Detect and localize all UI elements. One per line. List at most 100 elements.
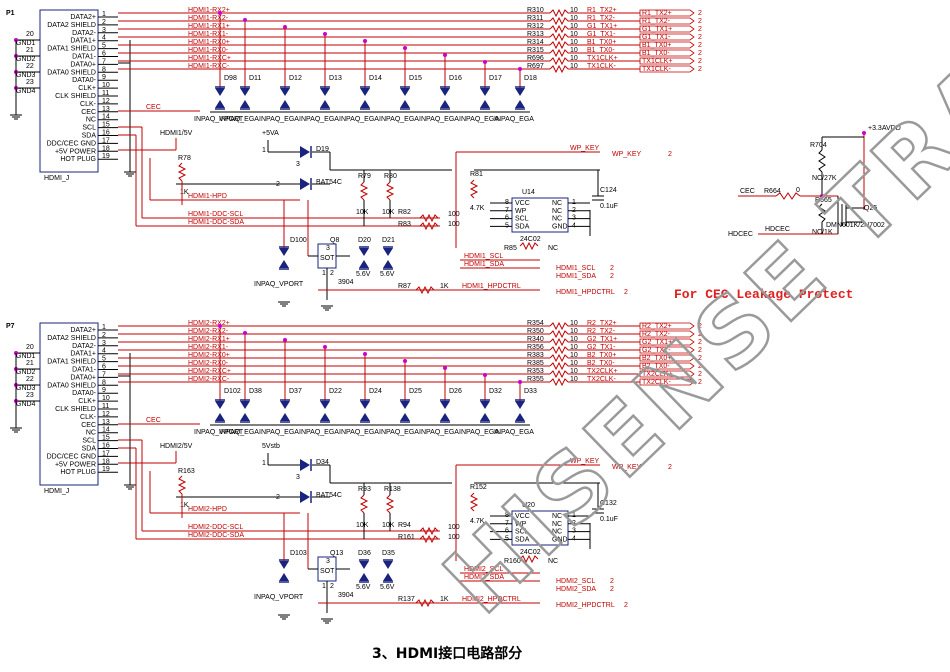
junction bbox=[283, 25, 287, 29]
sot-pin: 3 bbox=[326, 558, 330, 565]
connector-pin-label: DATA0 SHIELD bbox=[47, 382, 96, 389]
esd-diode-ref: D98 bbox=[224, 75, 237, 82]
series-resistor-value: 10 bbox=[570, 320, 578, 327]
esd-diode-ref: D18 bbox=[524, 75, 537, 82]
esd-part-label: INPAQ_VPORT bbox=[194, 116, 244, 123]
wp-resistor-value: 4.7K bbox=[470, 205, 485, 212]
esd-diode-ref: D32 bbox=[489, 388, 502, 395]
sheet-ref: 2 bbox=[698, 18, 702, 25]
connector-pin-label: DATA2+ bbox=[70, 14, 96, 21]
gnd-pin-number: 21 bbox=[26, 360, 34, 367]
hpdctrl-resistor bbox=[415, 285, 435, 295]
hpd-resistor-ref: R163 bbox=[178, 468, 195, 475]
series-resistor-value: 10 bbox=[570, 336, 578, 343]
off-sheet-net: R1_TX2+ bbox=[642, 10, 672, 17]
sheet-ref: 2 bbox=[698, 323, 702, 330]
esd-diode-ref: D33 bbox=[524, 388, 537, 395]
series-resistor-value: 10 bbox=[570, 39, 578, 46]
series-resistor-ref: R310 bbox=[527, 7, 544, 14]
series-ddc-c bbox=[419, 526, 439, 536]
r664-value: 0 bbox=[796, 187, 800, 194]
zener-ref-a: D20 bbox=[358, 237, 371, 244]
cec-rail-label: +3.3AVDD bbox=[868, 125, 901, 132]
esd-part-label: INPAQ_EGA bbox=[459, 429, 499, 436]
series-ddc-value-c: 100 bbox=[448, 524, 460, 531]
transistor-part: 3904 bbox=[338, 279, 354, 286]
eeprom-pin-name: VCC bbox=[515, 513, 530, 520]
esd-part-label: INPAQ_EGA bbox=[379, 116, 419, 123]
series-ddc-c bbox=[419, 213, 439, 223]
vport-diode-label: INPAQ_VPORT bbox=[254, 281, 304, 288]
q25-part: DMN601K/2N7002 bbox=[826, 222, 885, 229]
eeprom-pin-name: WP bbox=[515, 521, 527, 528]
tx-net-label: TX1CLK- bbox=[587, 63, 616, 70]
cec-in-label: CEC bbox=[740, 188, 755, 195]
rx-net-label: HDMI2-RX1- bbox=[188, 344, 229, 351]
wp-resistor bbox=[469, 492, 479, 512]
off-sheet-net: B1_TX0- bbox=[642, 50, 670, 57]
esd-diode-ref: D12 bbox=[289, 75, 302, 82]
series-resistor bbox=[549, 329, 569, 339]
sot-pin: 2 bbox=[330, 270, 334, 277]
eeprom-pin-name: VCC bbox=[515, 200, 530, 207]
connector-pin-label: CLK- bbox=[80, 101, 97, 108]
series-resistor bbox=[549, 56, 569, 66]
pullup-b bbox=[385, 494, 395, 514]
zener-value-a: 5.6V bbox=[356, 584, 371, 591]
connector-pin-number: 13 bbox=[102, 106, 110, 113]
connector-pin-number: 19 bbox=[102, 466, 110, 473]
connector-pin-label: DATA1- bbox=[72, 367, 97, 374]
gnd-pin-label: GND4 bbox=[16, 88, 36, 95]
connector-pin-label: HOT PLUG bbox=[60, 156, 96, 163]
sda-net: HDMI2_SDA bbox=[464, 574, 504, 581]
off-sheet-net: R2_TX2- bbox=[642, 331, 671, 338]
gnd-pin-number: 22 bbox=[26, 376, 34, 383]
zener-value-b: 5.6V bbox=[380, 271, 395, 278]
connector-pin-number: 11 bbox=[102, 90, 109, 97]
eeprom-pin-name: NC bbox=[552, 521, 562, 528]
connector-pin-label: NC bbox=[86, 430, 96, 437]
eeprom-part: 24C02 bbox=[520, 549, 541, 556]
esd-diode bbox=[280, 401, 290, 409]
rx-net-label: HDMI1-RXC- bbox=[188, 63, 230, 70]
zener-ref-a: D36 bbox=[358, 550, 371, 557]
scl-net: HDMI1_SCL bbox=[464, 253, 503, 260]
series-resistor bbox=[549, 16, 569, 26]
esd-diode-ref: D13 bbox=[329, 75, 342, 82]
esd-diode-ref: D25 bbox=[409, 388, 422, 395]
series-resistor-ref: R383 bbox=[527, 352, 544, 359]
eeprom-part: 24C02 bbox=[520, 236, 541, 243]
rx-net-label: HDMI1-RX1- bbox=[188, 31, 229, 38]
series-resistor-ref: R353 bbox=[527, 368, 544, 375]
esd-diode bbox=[515, 88, 525, 96]
off-sheet-net: G1_TX1- bbox=[642, 34, 671, 41]
connector-pin-label: DATA0+ bbox=[70, 374, 96, 381]
junction bbox=[283, 338, 287, 342]
off-sheet-connector bbox=[639, 9, 695, 17]
sheet-ref: 2 bbox=[698, 339, 702, 346]
eeprom-ref: U14 bbox=[522, 189, 535, 196]
esd-diode-ref: D16 bbox=[449, 75, 462, 82]
connector-pin-label: DATA1 SHIELD bbox=[47, 359, 96, 366]
dual-diode-ref: D34 bbox=[316, 459, 329, 466]
junction bbox=[443, 366, 447, 370]
off-sheet-net: B2_TX0+ bbox=[642, 355, 671, 362]
esd-diode bbox=[320, 401, 330, 409]
cec-protect-block: +3.3AVDD R704 NC/27K CEC R664 0 R665 NC/… bbox=[674, 125, 901, 302]
hpdctrl-resistor-ref: R137 bbox=[398, 596, 415, 603]
gnd-pin-number: 23 bbox=[26, 79, 34, 86]
series-ddc-ref-c: R94 bbox=[398, 522, 411, 529]
series-ddc-d bbox=[419, 221, 439, 231]
eeprom-pin-name: NC bbox=[552, 513, 562, 520]
esd-part-label: INPAQ_EGA bbox=[259, 429, 299, 436]
sheet-ref: 2 bbox=[668, 464, 672, 471]
ddc-sda-label: HDMI2-DDC-SDA bbox=[188, 532, 244, 539]
esd-diode bbox=[320, 88, 330, 96]
connector-pin-label: +5V POWER bbox=[55, 461, 96, 468]
rx-net-label: HDMI1-RX2- bbox=[188, 15, 229, 22]
connector-pin-number: 17 bbox=[102, 137, 110, 144]
connector-pin-number: 17 bbox=[102, 450, 110, 457]
esd-part-label: INPAQ_EGA bbox=[339, 429, 379, 436]
series-resistor-value: 10 bbox=[570, 47, 578, 54]
